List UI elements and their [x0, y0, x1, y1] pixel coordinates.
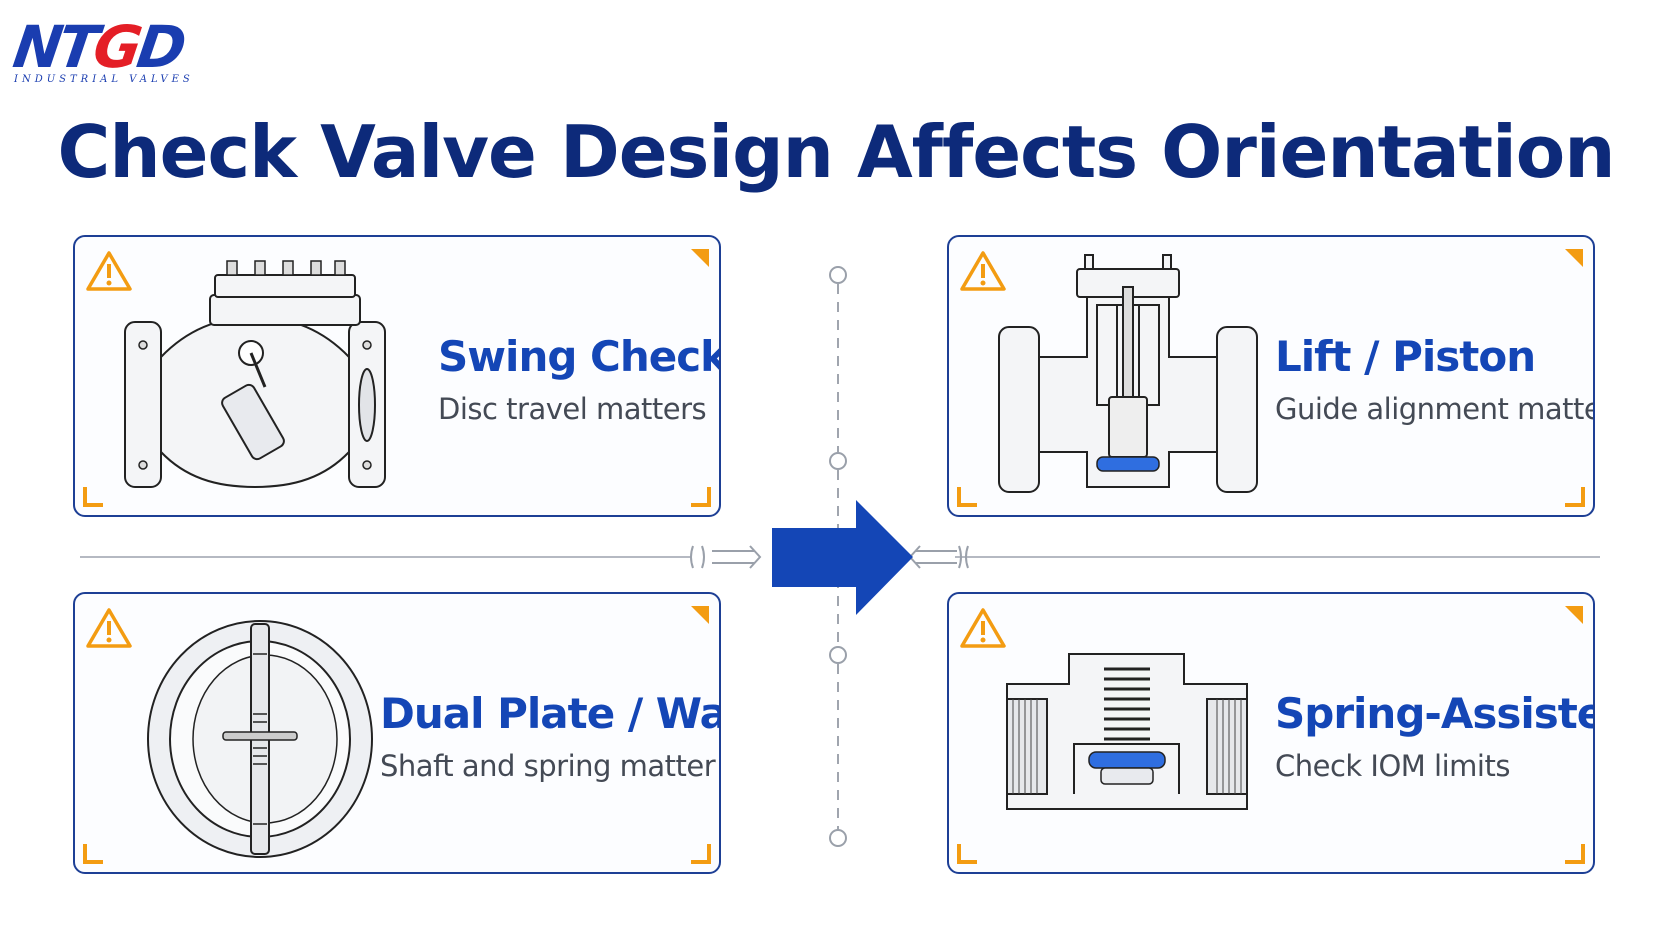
warning-icon [960, 251, 1006, 291]
logo-tagline: INDUSTRIAL VALVES [14, 74, 194, 85]
corner-bracket [691, 606, 709, 624]
warning-icon [960, 608, 1006, 648]
lift-piston-valve-illustration [998, 254, 1258, 493]
corner-bracket [1565, 249, 1583, 267]
spring-assisted-valve-illustration [1006, 653, 1248, 810]
warning-icon [86, 251, 132, 291]
card-subtitle: Shaft and spring matter [380, 749, 716, 783]
logo-mark: NTGD [9, 13, 187, 81]
corner-bracket [1565, 844, 1585, 864]
arrow-right-icon [772, 500, 913, 615]
dual-plate-valve-illustration [147, 620, 373, 858]
card-title: Lift / Piston [1275, 332, 1536, 381]
card-title: Swing Check [438, 332, 721, 381]
card-subtitle: Check IOM limits [1275, 749, 1510, 783]
card-spring-assisted: Spring-Assisted Check IOM limits [947, 592, 1595, 874]
corner-bracket [1565, 487, 1585, 507]
card-swing-check: Swing Check Disc travel matters [73, 235, 721, 517]
warning-icon [86, 608, 132, 648]
corner-bracket [691, 249, 709, 267]
card-subtitle: Guide alignment matters [1275, 392, 1595, 426]
corner-bracket [957, 487, 977, 507]
corner-bracket [1565, 606, 1583, 624]
company-logo: NTGD INDUSTRIAL VALVES [9, 13, 234, 98]
card-subtitle: Disc travel matters [438, 392, 707, 426]
corner-bracket [691, 487, 711, 507]
card-lift-piston: Lift / Piston Guide alignment matters [947, 235, 1595, 517]
corner-bracket [83, 487, 103, 507]
corner-bracket [957, 844, 977, 864]
card-dual-plate-wafer: Dual Plate / Wafer Shaft and spring matt… [73, 592, 721, 874]
card-title: Spring-Assisted [1275, 689, 1593, 738]
card-title: Dual Plate / Wafer [380, 689, 721, 738]
swing-check-valve-illustration [124, 260, 386, 489]
page-title: Check Valve Design Affects Orientation [57, 110, 1616, 194]
corner-bracket [83, 844, 103, 864]
corner-bracket [691, 844, 711, 864]
